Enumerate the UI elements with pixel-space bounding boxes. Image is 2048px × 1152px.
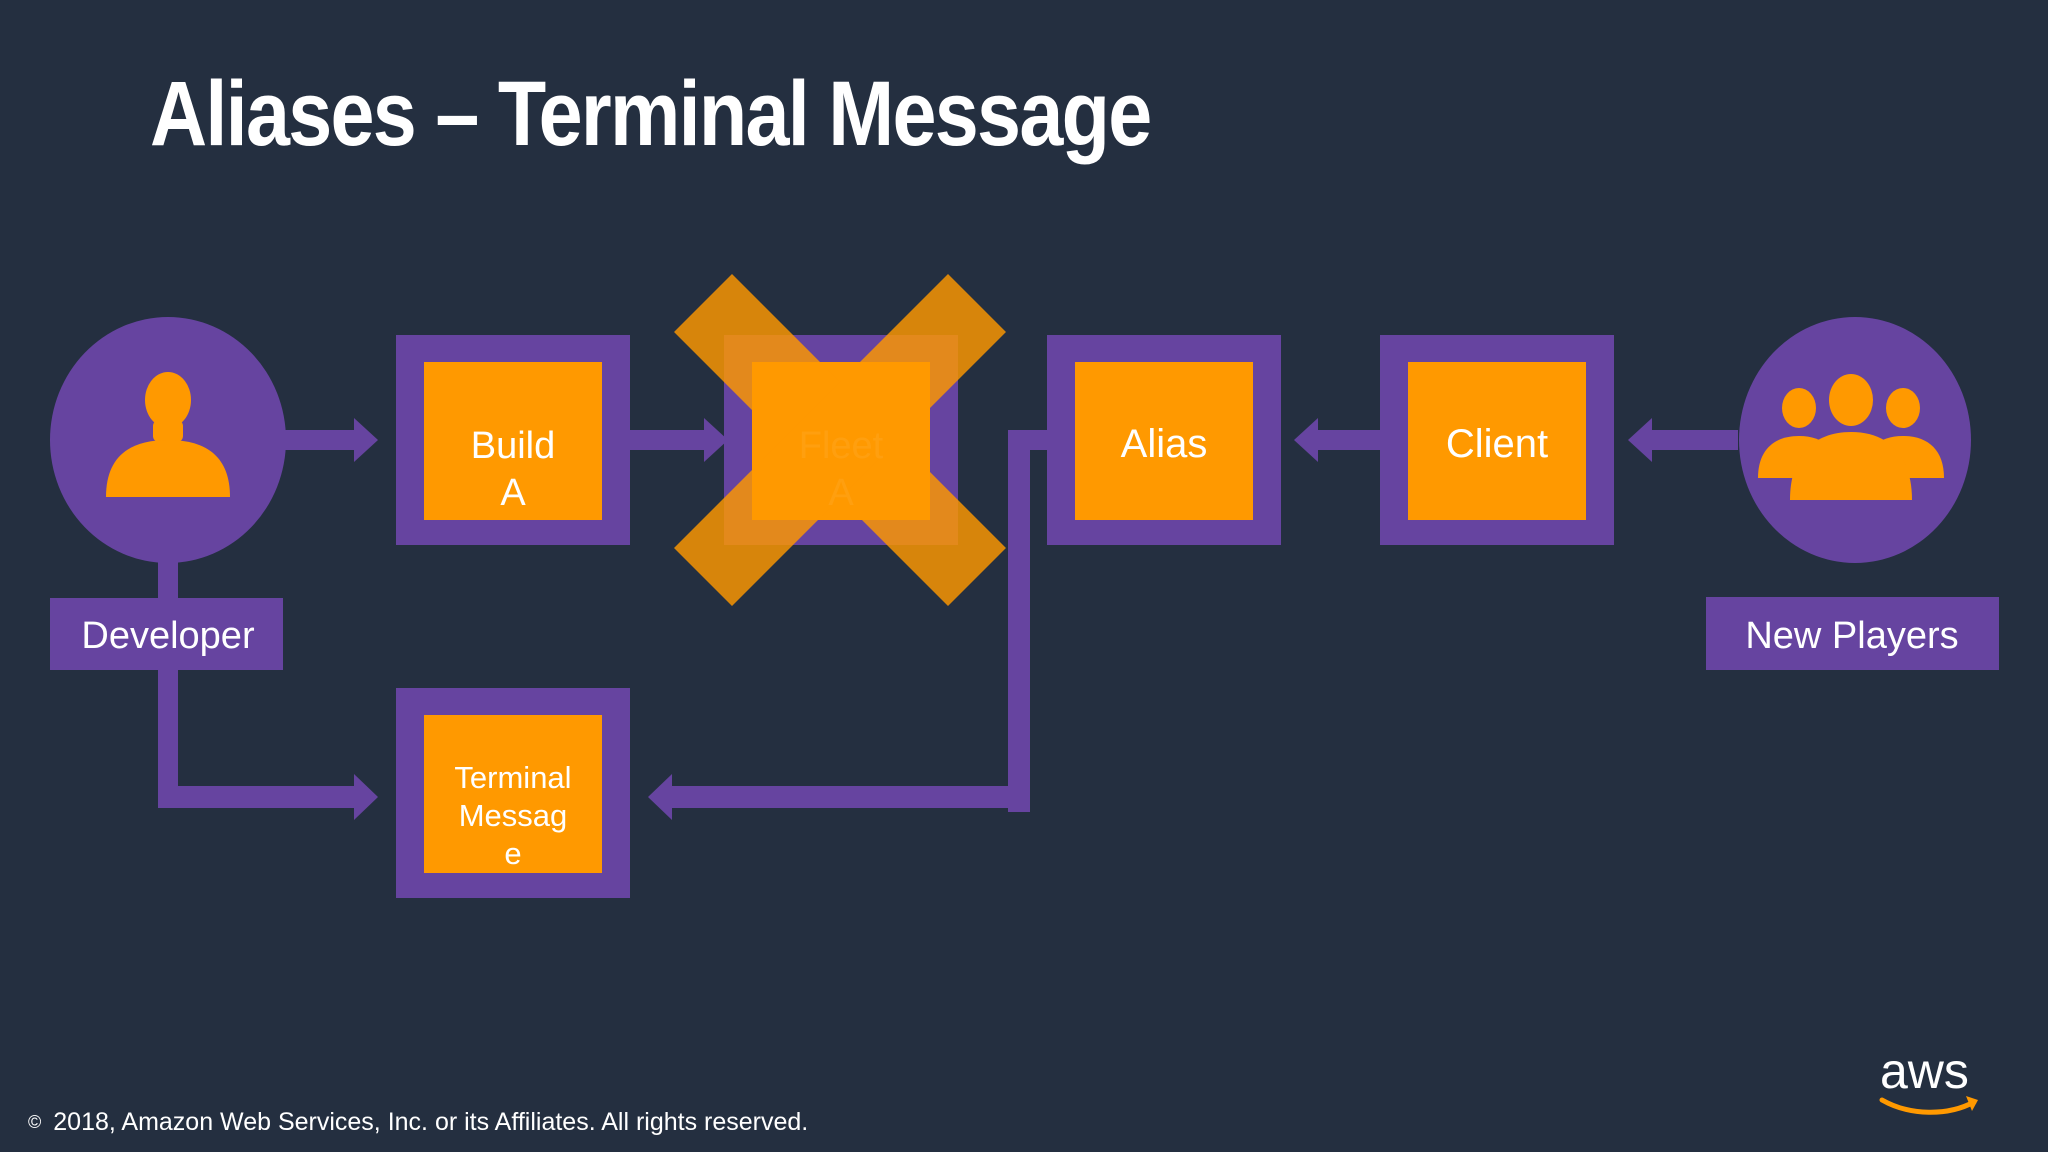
slide-title: Aliases – Terminal Message [150, 63, 1152, 165]
build-label-line2: A [500, 472, 526, 514]
alias-box [1075, 362, 1253, 520]
arrow-dev-build-head [354, 418, 378, 462]
new-players-label: New Players [1745, 615, 1958, 657]
arrow-players-client-shaft [1648, 430, 1738, 450]
new-players-label-box [1706, 597, 1999, 670]
arrow-build-fleet-shaft [628, 430, 708, 450]
alias-node: Alias [1047, 335, 1281, 545]
terminal-box [424, 715, 602, 873]
connectors [158, 418, 1738, 820]
users-group-icon [1758, 374, 1944, 500]
build-node: Build A [396, 335, 630, 545]
developer-label: Developer [81, 615, 255, 657]
build-box [424, 362, 602, 520]
arrow-dev-build-shaft [280, 430, 358, 450]
path-alias-down [1008, 430, 1030, 812]
arrow-client-alias-shaft [1314, 430, 1380, 450]
copyright-symbol: © [28, 1112, 42, 1132]
terminal-message-node: Terminal Messag e [396, 688, 630, 898]
developer-node: Developer [50, 317, 286, 670]
arrow-players-client-head [1628, 418, 1652, 462]
aws-smile-icon [1879, 1096, 1978, 1115]
new-players-node: New Players [1706, 317, 1999, 670]
developer-label-box [50, 598, 283, 670]
terminal-label-line3: e [504, 836, 521, 871]
aws-logo-word: aws [1880, 1048, 1969, 1099]
path-dev-down [158, 540, 178, 808]
alias-label: Alias [1121, 422, 1208, 466]
path-alias-bottom [670, 786, 1030, 808]
terminal-label-line2: Messag [459, 798, 568, 833]
arrow-alias-terminal-head [648, 774, 672, 820]
client-label: Client [1446, 422, 1548, 466]
copyright-text: 2018, Amazon Web Services, Inc. or its A… [53, 1108, 809, 1136]
terminal-label-line1: Terminal [454, 760, 571, 795]
client-box [1408, 362, 1586, 520]
x-cross-icon [674, 274, 1006, 606]
arrow-client-alias-head [1294, 418, 1318, 462]
arrow-dev-terminal-head [354, 774, 378, 820]
path-dev-right [158, 786, 358, 808]
arrow-build-fleet-head [704, 418, 728, 462]
copyright-footer: © 2018, Amazon Web Services, Inc. or its … [28, 1108, 808, 1137]
aws-logo: aws [1879, 1048, 1978, 1115]
build-label-line1: Build [471, 425, 556, 467]
fleet-node: Fleet A [674, 274, 1006, 606]
user-icon [106, 372, 230, 497]
client-node: Client [1380, 335, 1614, 545]
